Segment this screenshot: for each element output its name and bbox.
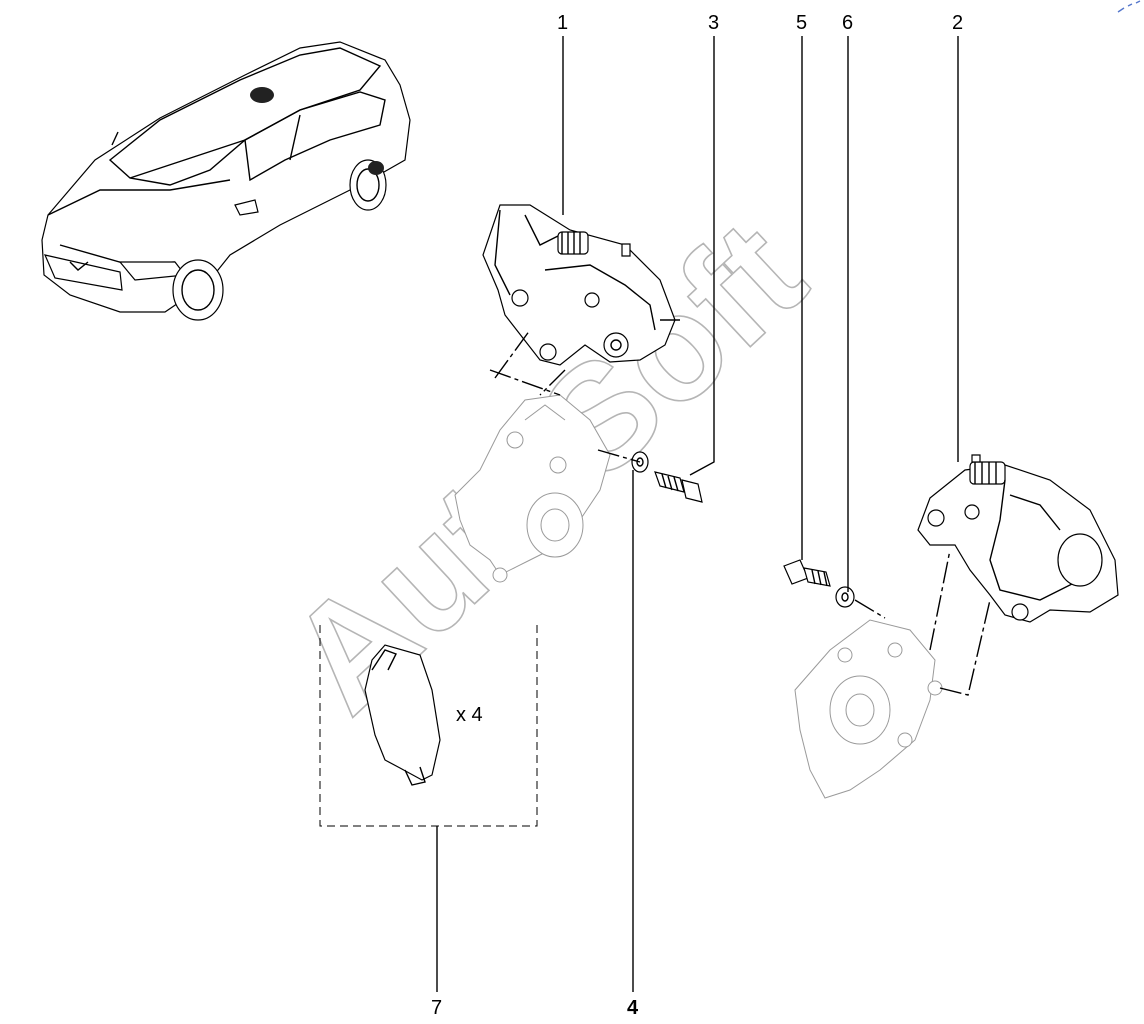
- callout-5: 5: [796, 12, 807, 34]
- quantity-label: x 4: [456, 704, 483, 726]
- callout-1: 1: [557, 12, 568, 34]
- bolt-icon: [783, 559, 831, 587]
- brake-pad-group: x 4: [319, 625, 538, 992]
- brake-pad-icon: [364, 644, 441, 786]
- sedan-car-icon: [41, 41, 411, 321]
- steering-knuckle-icon: [454, 394, 611, 583]
- bolt-icon: [654, 471, 703, 503]
- steering-knuckle-icon: [794, 619, 943, 799]
- callout-3: 3: [708, 12, 719, 34]
- corner-mark: [1117, 0, 1141, 13]
- callout-2: 2: [952, 12, 963, 34]
- callout-6: 6: [842, 12, 853, 34]
- leader-lines: [562, 36, 959, 992]
- callout-7: 7: [431, 997, 442, 1019]
- brake-caliper-icon: [482, 204, 680, 366]
- assembly-lines: [489, 329, 991, 696]
- callout-labels: 1 3 5 6 2 7 4: [431, 12, 963, 1019]
- brake-caliper-icon: [917, 454, 1119, 623]
- callout-4: 4: [627, 997, 639, 1019]
- washer-icon: [835, 586, 855, 608]
